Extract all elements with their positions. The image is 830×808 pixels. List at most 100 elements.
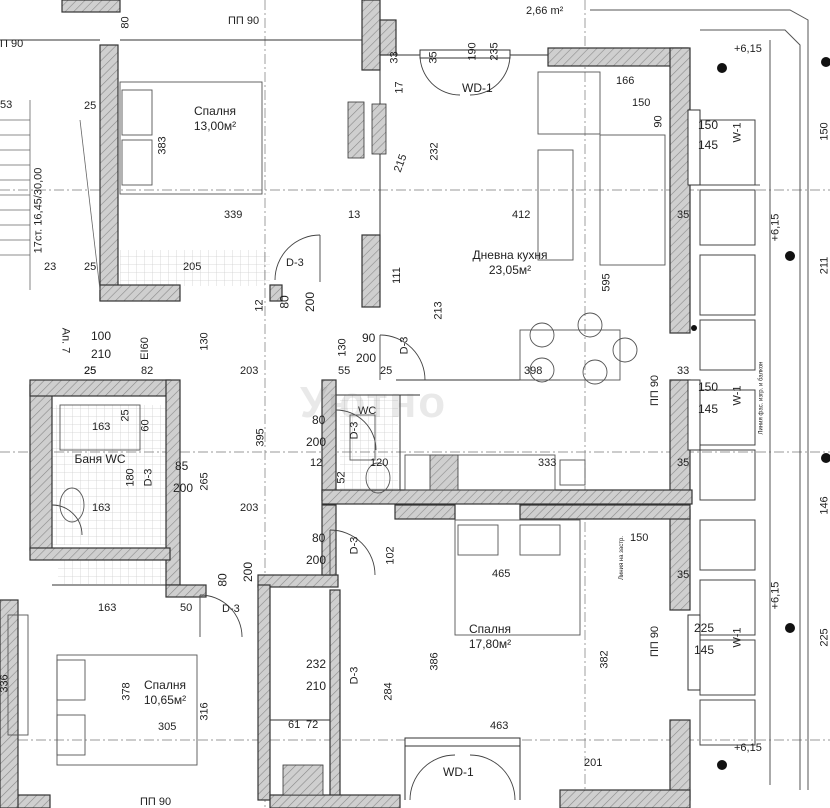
dim: 180 [124, 468, 137, 487]
dim: 25 [84, 100, 97, 112]
dim: 53 [0, 99, 13, 111]
dim: 130 [336, 338, 349, 357]
dim: 412 [512, 209, 531, 221]
fire-rating-label: EI60 [138, 337, 151, 360]
dim: 333 [538, 457, 557, 469]
window-note: Линия на застр. [619, 535, 626, 581]
dim: 80 [215, 573, 230, 587]
dim: 120 [370, 457, 389, 469]
dim: 465 [492, 568, 511, 580]
window-label: W-1 [731, 122, 744, 143]
pp90-label: ПП 90 [649, 374, 662, 407]
dim: 232 [428, 142, 441, 161]
window-door-label: WD-1 [462, 81, 493, 95]
dim: 398 [524, 365, 543, 377]
dim: 163 [98, 602, 117, 614]
dim: 12 [253, 299, 266, 312]
dim: 284 [382, 682, 395, 701]
level-markers [691, 57, 830, 770]
dim: 80 [312, 413, 326, 427]
dim: 60 [139, 419, 152, 432]
dim: 201 [584, 757, 603, 769]
room-name: Спалня [469, 622, 511, 636]
dim: 200 [303, 291, 318, 313]
dim: 265 [198, 472, 211, 491]
level-label: +6,15 [769, 581, 782, 610]
window-door-label: WD-1 [443, 765, 474, 779]
room-area: 10,65м² [143, 693, 187, 707]
dim: 150 [632, 97, 651, 109]
dim: 55 [338, 365, 351, 377]
dim: 72 [306, 719, 319, 731]
dim: 50 [180, 602, 193, 614]
pp90-label: ПП 90 [140, 796, 172, 808]
dim: 111 [390, 267, 403, 284]
dim: 210 [306, 679, 327, 693]
dim: 383 [156, 136, 169, 155]
balcony-outline [590, 9, 809, 790]
windows [404, 49, 701, 747]
apartment-label: Ап. 7 [59, 327, 72, 354]
dim: 463 [490, 720, 509, 732]
dim: 200 [173, 481, 194, 495]
dim: 61 [288, 719, 301, 731]
dim: 203 [240, 502, 259, 514]
room-area: 17,80м² [468, 637, 512, 651]
level-label: +6,15 [734, 742, 762, 754]
dim: 203 [240, 365, 259, 377]
room-area-small: 2,66 m² [526, 5, 564, 17]
dim: 25 [119, 409, 132, 422]
level-label: +6,15 [769, 213, 782, 242]
dim: 200 [356, 351, 377, 365]
dim: 232 [306, 657, 327, 671]
dim: 200 [241, 561, 256, 583]
dim: 17 [393, 81, 406, 94]
door-label: D-3 [398, 336, 411, 355]
dim: 80 [312, 531, 326, 545]
dim: 595 [600, 273, 613, 292]
dim: 211 [818, 256, 830, 275]
dim: 316 [198, 702, 211, 721]
stairs [0, 100, 101, 291]
dim: 150 [818, 122, 830, 141]
dim: 145 [698, 402, 719, 416]
dim: 90 [362, 331, 376, 345]
window-label: W-1 [731, 627, 744, 648]
dim: 146 [818, 496, 830, 515]
door-label: D-3 [142, 468, 155, 487]
dim: 80 [277, 295, 292, 309]
dim: 336 [0, 674, 11, 693]
dim: 395 [254, 428, 267, 447]
room-name: Спалня [144, 678, 186, 692]
dim: 85 [175, 459, 189, 473]
furniture [7, 71, 666, 766]
dim: 25 [380, 365, 393, 377]
dim: 35 [677, 209, 690, 221]
room-name: Дневна кухня [472, 248, 548, 262]
radiators [282, 101, 459, 796]
dim: 166 [616, 75, 635, 87]
dim: 80 [119, 16, 132, 29]
dim: 52 [335, 471, 348, 484]
dim: 378 [120, 682, 133, 701]
dim: 386 [428, 652, 441, 671]
dim: 35 [427, 51, 440, 64]
facade-note: Линия фас. изгр. и балкон [758, 361, 765, 435]
dim: 130 [198, 332, 211, 351]
room-bedroom-2: Спалня 17,80м² [450, 622, 530, 652]
room-area: 23,05м² [488, 263, 532, 277]
dim: 200 [306, 553, 327, 567]
dim: 225 [694, 621, 715, 635]
dim: 35 [677, 457, 690, 469]
dim: 82 [141, 365, 154, 377]
pp90-label: П 90 [0, 38, 24, 50]
room-bathroom: Баня WC [70, 452, 130, 467]
wc-label: WC [358, 405, 377, 417]
dim: 12 [310, 457, 323, 469]
dim: 13 [348, 209, 361, 221]
dim: 33 [388, 51, 401, 64]
level-label: +6,15 [734, 43, 762, 55]
dim: 190 [466, 42, 479, 61]
door-label: D-3 [286, 257, 304, 269]
